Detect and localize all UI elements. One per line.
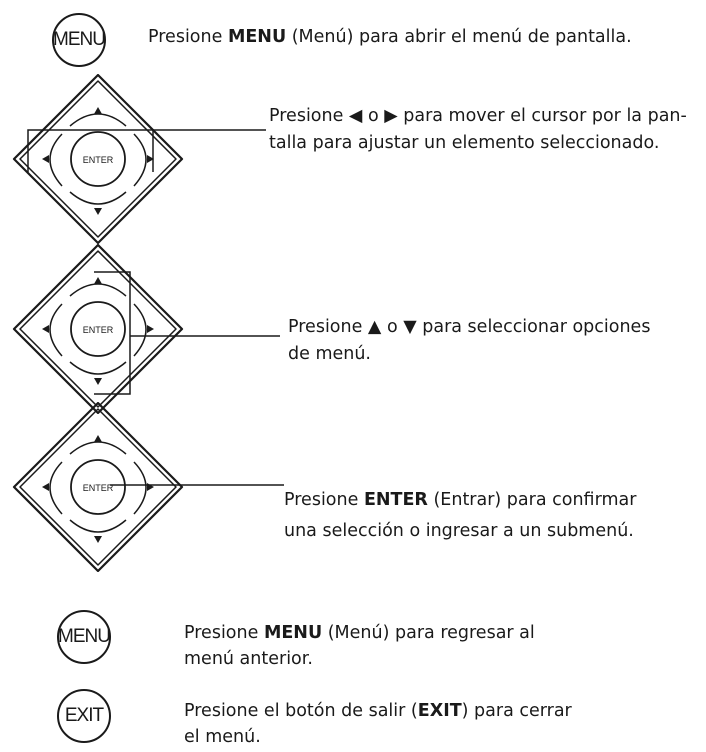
instruction-line: Presione el botón de salir (EXIT) para c…	[184, 698, 572, 724]
instruction-line: Presione MENU (Menú) para regresar al	[184, 620, 535, 646]
instruction-line: Presione ◀ o ▶ para mover el cursor por …	[269, 106, 687, 126]
instruction-bold: EXIT	[417, 701, 462, 721]
instruction-text: (Menú) para regresar al	[322, 623, 535, 643]
instruction-line: talla para ajustar un elemento seleccion…	[269, 133, 660, 153]
instruction-line: Presione ENTER (Entrar) para confirmar	[284, 485, 636, 516]
instruction-text: Presione	[148, 27, 228, 47]
instruction-line: de menú.	[288, 344, 371, 364]
dpad-up-down-diagram: ENTER	[12, 244, 280, 414]
instruction-text: Presione	[184, 623, 264, 643]
menu-button-label: MENU	[58, 626, 111, 647]
menu-button-label: MENU	[53, 29, 106, 50]
instruction-bold: MENU	[263, 623, 323, 643]
instruction-bold: MENU	[227, 27, 287, 47]
exit-button-icon: EXIT	[57, 689, 111, 743]
menu-button-icon: MENU	[57, 610, 111, 664]
dpad-left-right-diagram: ENTER	[12, 74, 266, 244]
instruction-text: Presione	[284, 490, 364, 510]
instruction-open-menu: Presione MENU (Menú) para abrir el menú …	[148, 24, 632, 51]
instruction-exit: Presione el botón de salir (EXIT) para c…	[184, 698, 572, 750]
exit-button-label: EXIT	[64, 705, 104, 726]
instruction-text: (Menú) para abrir el menú de pantalla.	[286, 27, 632, 47]
instruction-up-down: Presione ▲ o ▼ para seleccionar opciones…	[288, 314, 650, 368]
dpad-icon: ENTER	[12, 244, 184, 414]
instruction-enter: Presione ENTER (Entrar) para confirmar u…	[284, 485, 636, 547]
enter-label: ENTER	[83, 325, 114, 335]
instruction-line: Presione ▲ o ▼ para seleccionar opciones	[288, 317, 651, 337]
instruction-line: el menú.	[184, 727, 261, 747]
instruction-bold: ENTER	[363, 490, 428, 510]
instruction-line: menú anterior.	[184, 649, 313, 669]
dpad-icon: ENTER	[12, 74, 184, 244]
instruction-left-right: Presione ◀ o ▶ para mover el cursor por …	[269, 103, 687, 157]
menu-button-icon: MENU	[52, 13, 106, 67]
instruction-text: Presione el botón de salir (	[184, 701, 418, 721]
instruction-line: una selección o ingresar a un submenú.	[284, 521, 634, 541]
dpad-icon: ENTER	[12, 402, 184, 572]
enter-label: ENTER	[83, 155, 114, 165]
dpad-enter-diagram: ENTER	[12, 402, 284, 572]
instruction-text: (Entrar) para confirmar	[427, 490, 637, 510]
instruction-menu-back: Presione MENU (Menú) para regresar al me…	[184, 620, 535, 672]
enter-label: ENTER	[83, 483, 114, 493]
instruction-text: ) para cerrar	[461, 701, 572, 721]
